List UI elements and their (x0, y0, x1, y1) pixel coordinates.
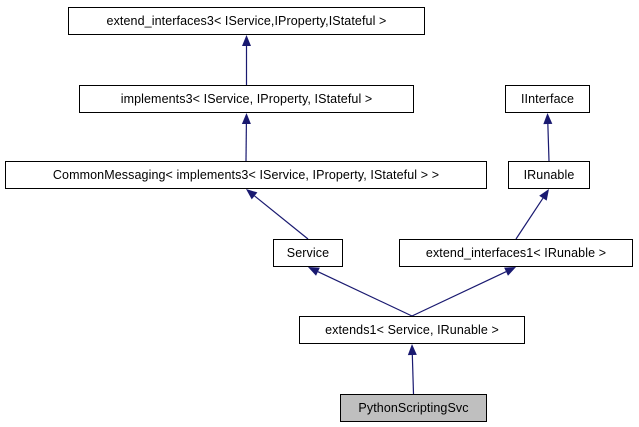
class-node-label: extends1< Service, IRunable > (325, 322, 499, 337)
inheritance-line (411, 354, 415, 395)
class-node-label: CommonMessaging< implements3< IService, … (52, 167, 440, 182)
class-node-irunable[interactable]: IRunable (508, 161, 590, 189)
class-node-extend_interfaces3[interactable]: extend_interfaces3< IService,IProperty,I… (68, 7, 425, 35)
inheritance-line (411, 271, 507, 317)
class-node-common_messaging[interactable]: CommonMessaging< implements3< IService, … (5, 161, 487, 189)
inheritance-line (317, 271, 413, 317)
class-node-label: extend_interfaces1< IRunable > (425, 245, 607, 260)
inheritance-arrowhead (407, 344, 417, 356)
edge-python_scripting_svc-to-extends1 (407, 344, 417, 395)
inheritance-line (547, 123, 550, 162)
edge-extends1-to-service (308, 267, 413, 317)
inheritance-line (515, 197, 544, 240)
inheritance-line (254, 195, 309, 240)
edge-extend_interfaces1-to-irunable (515, 189, 549, 240)
class-node-extends1[interactable]: extends1< Service, IRunable > (299, 316, 525, 344)
inheritance-arrowhead (241, 113, 251, 125)
class-node-service[interactable]: Service (273, 239, 343, 267)
inheritance-arrowhead (543, 113, 553, 125)
class-node-label: PythonScriptingSvc (358, 400, 469, 415)
class-node-label: extend_interfaces3< IService,IProperty,I… (106, 13, 387, 28)
class-node-label: Service (286, 245, 330, 260)
inheritance-arrowhead (504, 267, 516, 276)
class-node-label: implements3< IService, IProperty, IState… (120, 91, 373, 106)
class-node-implements3[interactable]: implements3< IService, IProperty, IState… (79, 85, 414, 113)
edge-extends1-to-extend_interfaces1 (411, 267, 516, 317)
inheritance-arrowhead (242, 35, 251, 46)
inheritance-arrowhead (539, 189, 549, 201)
edge-implements3-to-extend_interfaces3 (242, 35, 251, 85)
class-node-label: IRunable (523, 167, 575, 182)
class-node-extend_interfaces1[interactable]: extend_interfaces1< IRunable > (399, 239, 633, 267)
class-node-python_scripting_svc[interactable]: PythonScriptingSvc (340, 394, 487, 422)
edge-common_messaging-to-implements3 (241, 113, 251, 162)
class-node-label: IInterface (520, 91, 575, 106)
edge-service-to-common_messaging (246, 189, 309, 240)
inheritance-arrowhead (308, 267, 320, 276)
inheritance-arrowhead (246, 189, 258, 200)
class-node-iinterface[interactable]: IInterface (505, 85, 590, 113)
edge-irunable-to-iinterface (543, 113, 553, 162)
